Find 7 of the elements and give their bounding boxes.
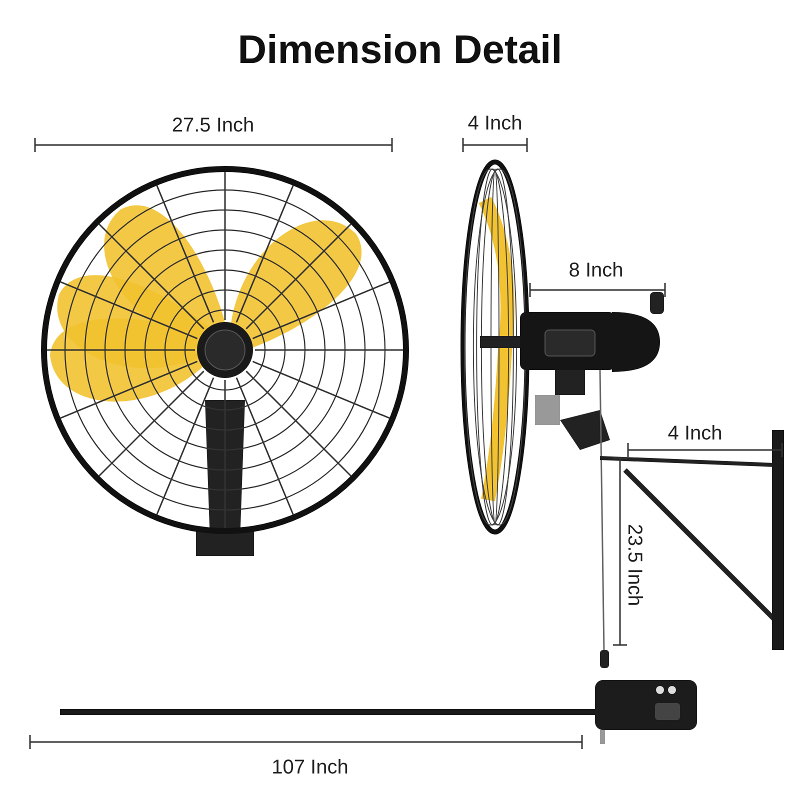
title: Dimension Detail xyxy=(236,28,564,73)
dimension-label: 107 Inch xyxy=(272,756,348,780)
dimension-label: 4 Inch xyxy=(668,422,722,446)
dimension-label: 27.5 Inch xyxy=(172,114,254,138)
dimension-label: 4 Inch xyxy=(468,112,522,136)
dimension-label: 8 Inch xyxy=(568,260,624,282)
dimension-label: 23.5 Inch xyxy=(622,524,646,606)
